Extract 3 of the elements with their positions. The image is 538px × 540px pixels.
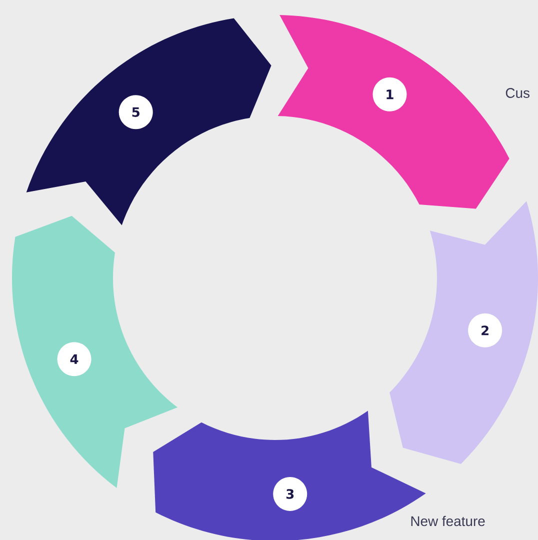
arrow-segment: 5 (26, 18, 272, 226)
arrow-segment: 2 (390, 201, 538, 464)
arrow-segment: 4 (12, 216, 178, 488)
